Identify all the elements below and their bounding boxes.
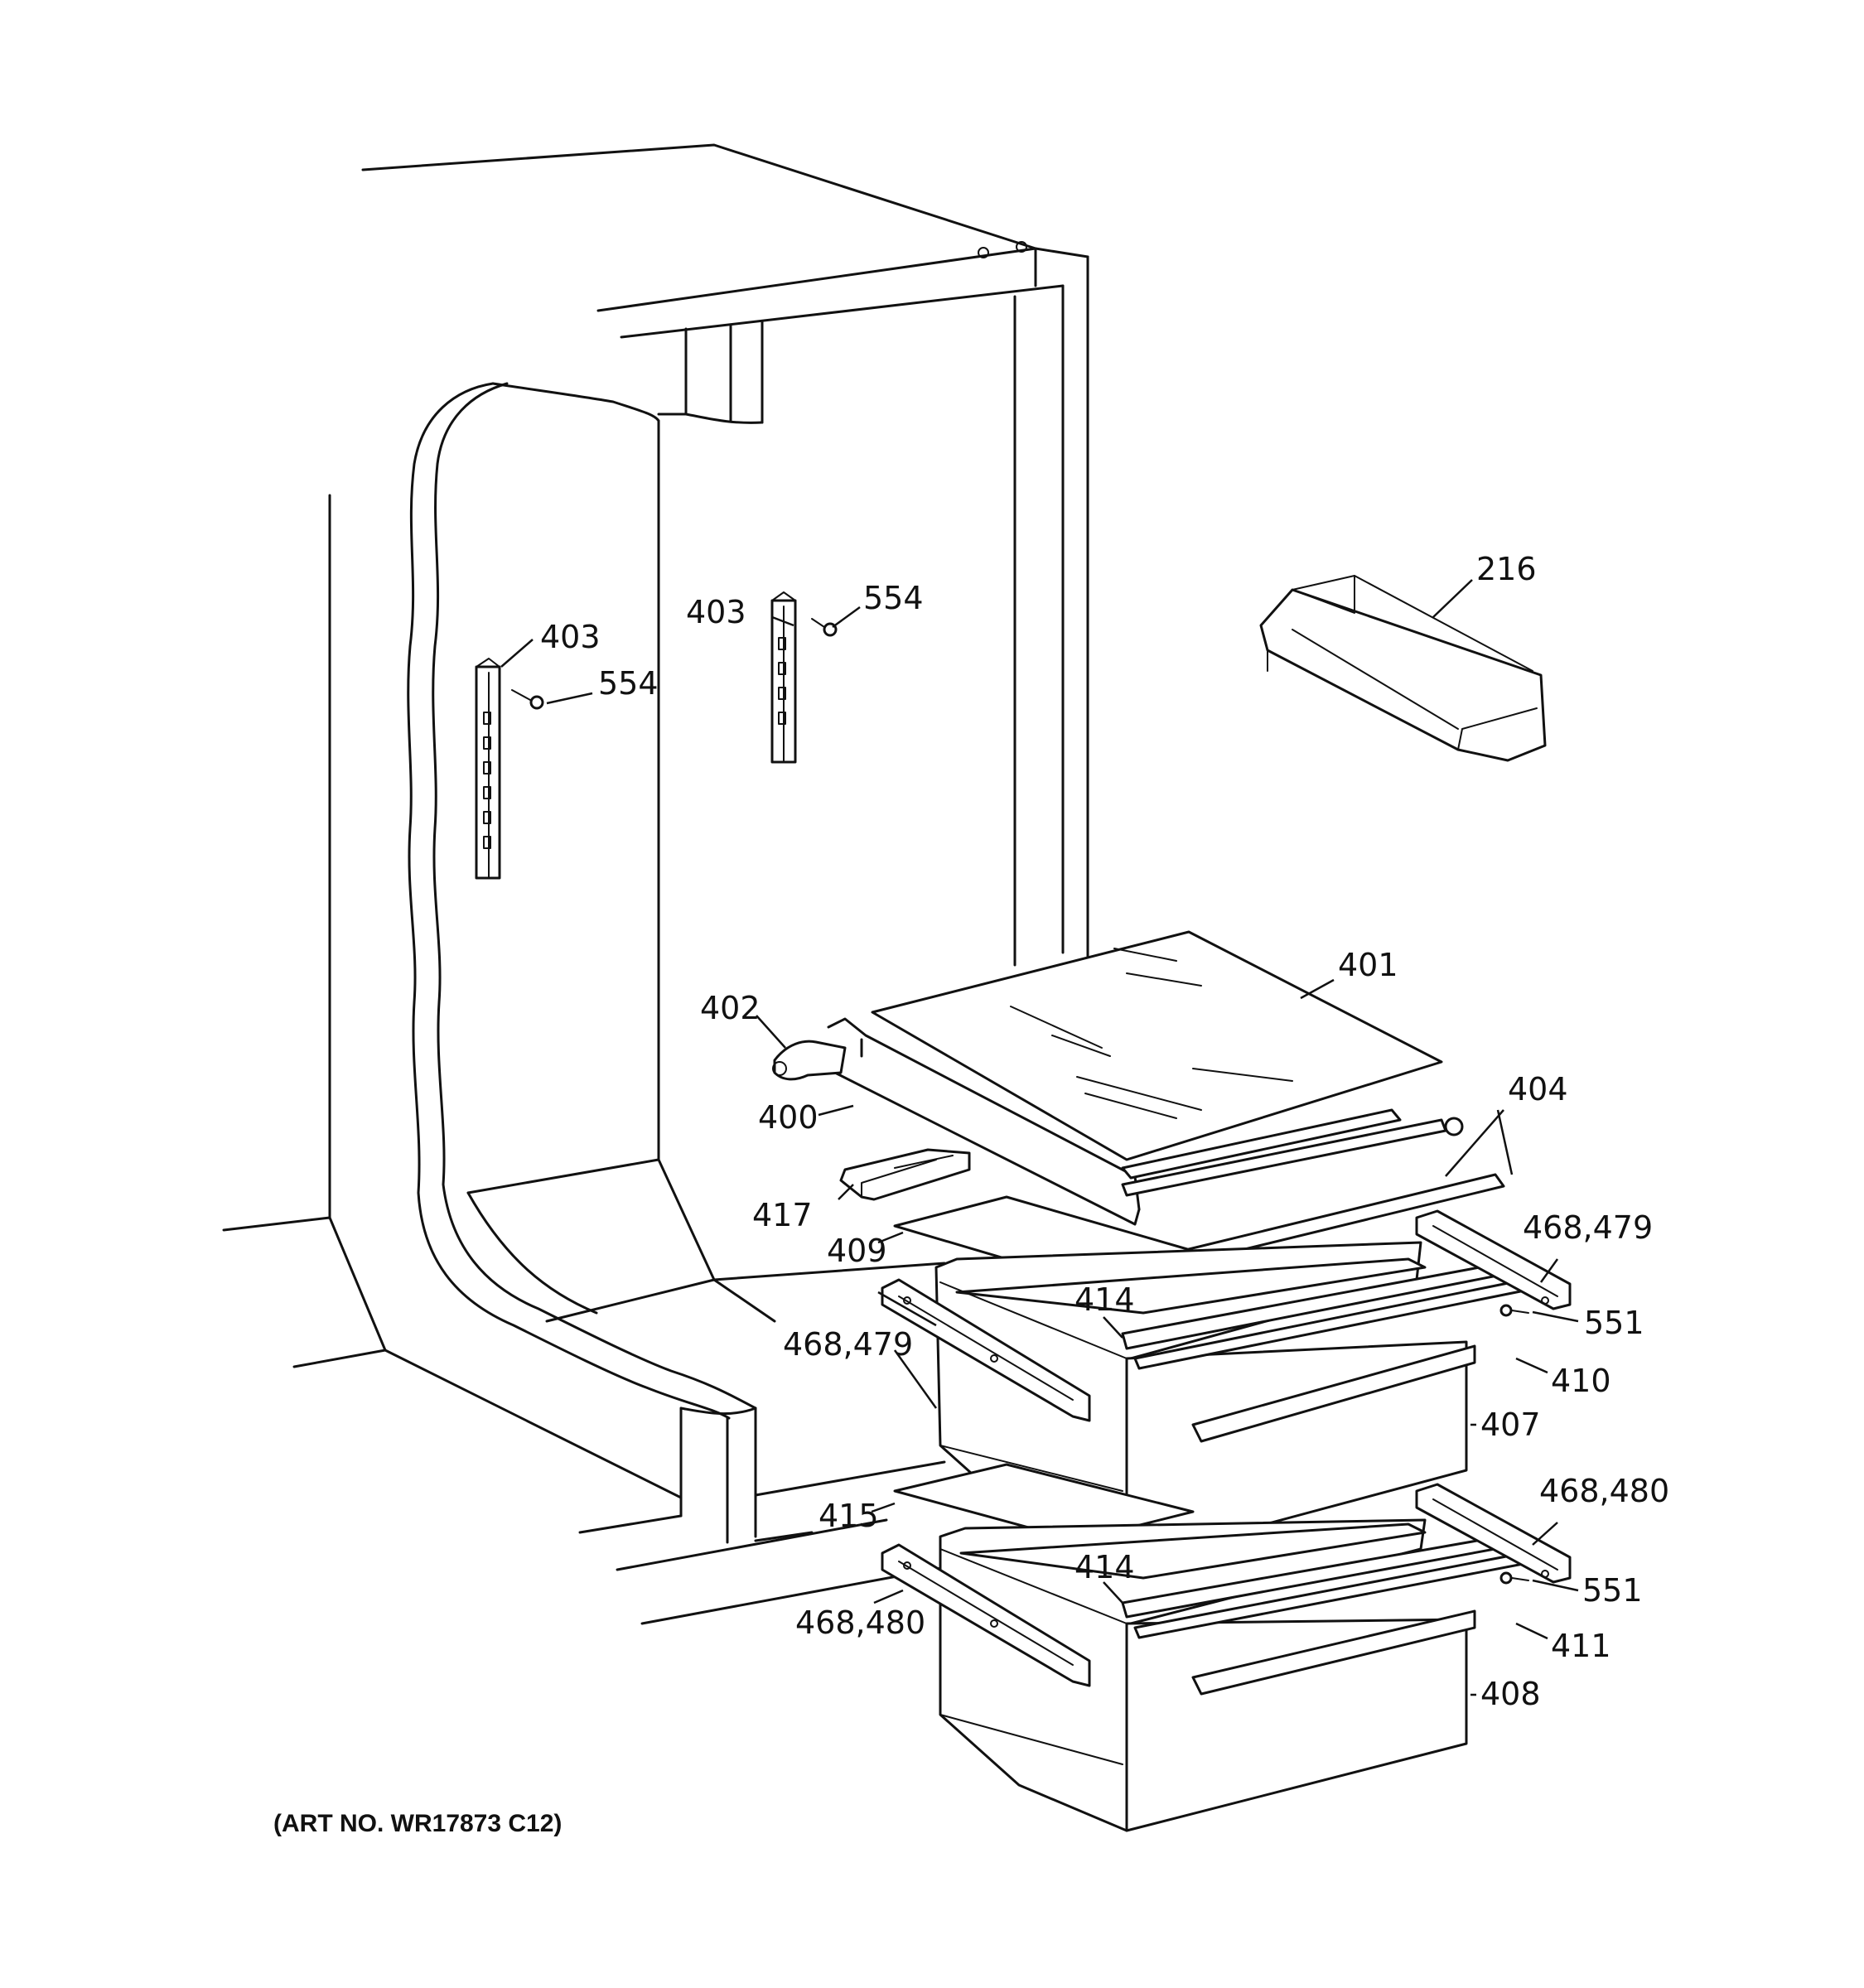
screw-551-upper — [1499, 1304, 1529, 1317]
part-label-468-480-right: 468,480 — [1539, 1473, 1669, 1509]
part-label-411: 411 — [1551, 1628, 1611, 1664]
part-label-402: 402 — [700, 990, 761, 1026]
part-label-468-480-left: 468,480 — [795, 1604, 925, 1641]
shelf-ladder-left — [475, 658, 501, 880]
rail-417 — [839, 1148, 971, 1201]
part-label-468-479-left: 468,479 — [783, 1326, 913, 1363]
part-label-415: 415 — [819, 1498, 879, 1534]
cabinet-body — [222, 143, 1089, 1625]
leader-lines — [500, 579, 1579, 1696]
screw-554-right — [811, 618, 838, 637]
part-label-401: 401 — [1338, 947, 1398, 983]
drawer-cover-414-lower — [959, 1522, 1427, 1580]
shelf-trim-404 — [1121, 1108, 1505, 1262]
drawer-cover-414-upper — [955, 1257, 1427, 1315]
part-label-407: 407 — [1480, 1407, 1541, 1443]
glass-shelf-401 — [871, 930, 1443, 1161]
part-label-554-right: 554 — [863, 580, 924, 616]
part-label-414-lower: 414 — [1074, 1549, 1135, 1585]
part-label-468-479-right: 468,479 — [1523, 1209, 1653, 1246]
part-label-551-lower: 551 — [1582, 1572, 1643, 1609]
part-label-410: 410 — [1551, 1363, 1611, 1399]
shelf-bracket-402 — [772, 1040, 847, 1081]
part-label-417: 417 — [752, 1197, 813, 1233]
part-label-216: 216 — [1476, 551, 1537, 587]
shelf-ladder-right — [770, 591, 797, 764]
storage-bin-216 — [1259, 575, 1547, 762]
part-label-551-upper: 551 — [1584, 1305, 1644, 1341]
drawer-slide-468-479-left — [881, 1278, 1091, 1422]
drawer-slide-468-479-right — [1415, 1209, 1572, 1310]
part-label-400: 400 — [758, 1099, 819, 1136]
part-label-408: 408 — [1480, 1676, 1541, 1712]
part-label-403-left: 403 — [540, 619, 601, 655]
drawer-slide-468-480-left — [881, 1543, 1091, 1687]
part-label-554-left: 554 — [598, 665, 659, 702]
art-number-caption: (ART NO. WR17873 C12) — [273, 1810, 563, 1837]
drawer-slide-468-480-right — [1415, 1483, 1572, 1584]
part-label-404: 404 — [1508, 1071, 1568, 1107]
screw-551-lower — [1499, 1571, 1529, 1585]
part-label-414-upper: 414 — [1074, 1281, 1135, 1318]
part-label-409: 409 — [827, 1233, 887, 1269]
part-label-403-right: 403 — [686, 594, 746, 630]
crisper-drawer-408 — [939, 1518, 1551, 1832]
screw-554-left — [511, 689, 544, 710]
crisper-cover-415 — [893, 1463, 1195, 1542]
